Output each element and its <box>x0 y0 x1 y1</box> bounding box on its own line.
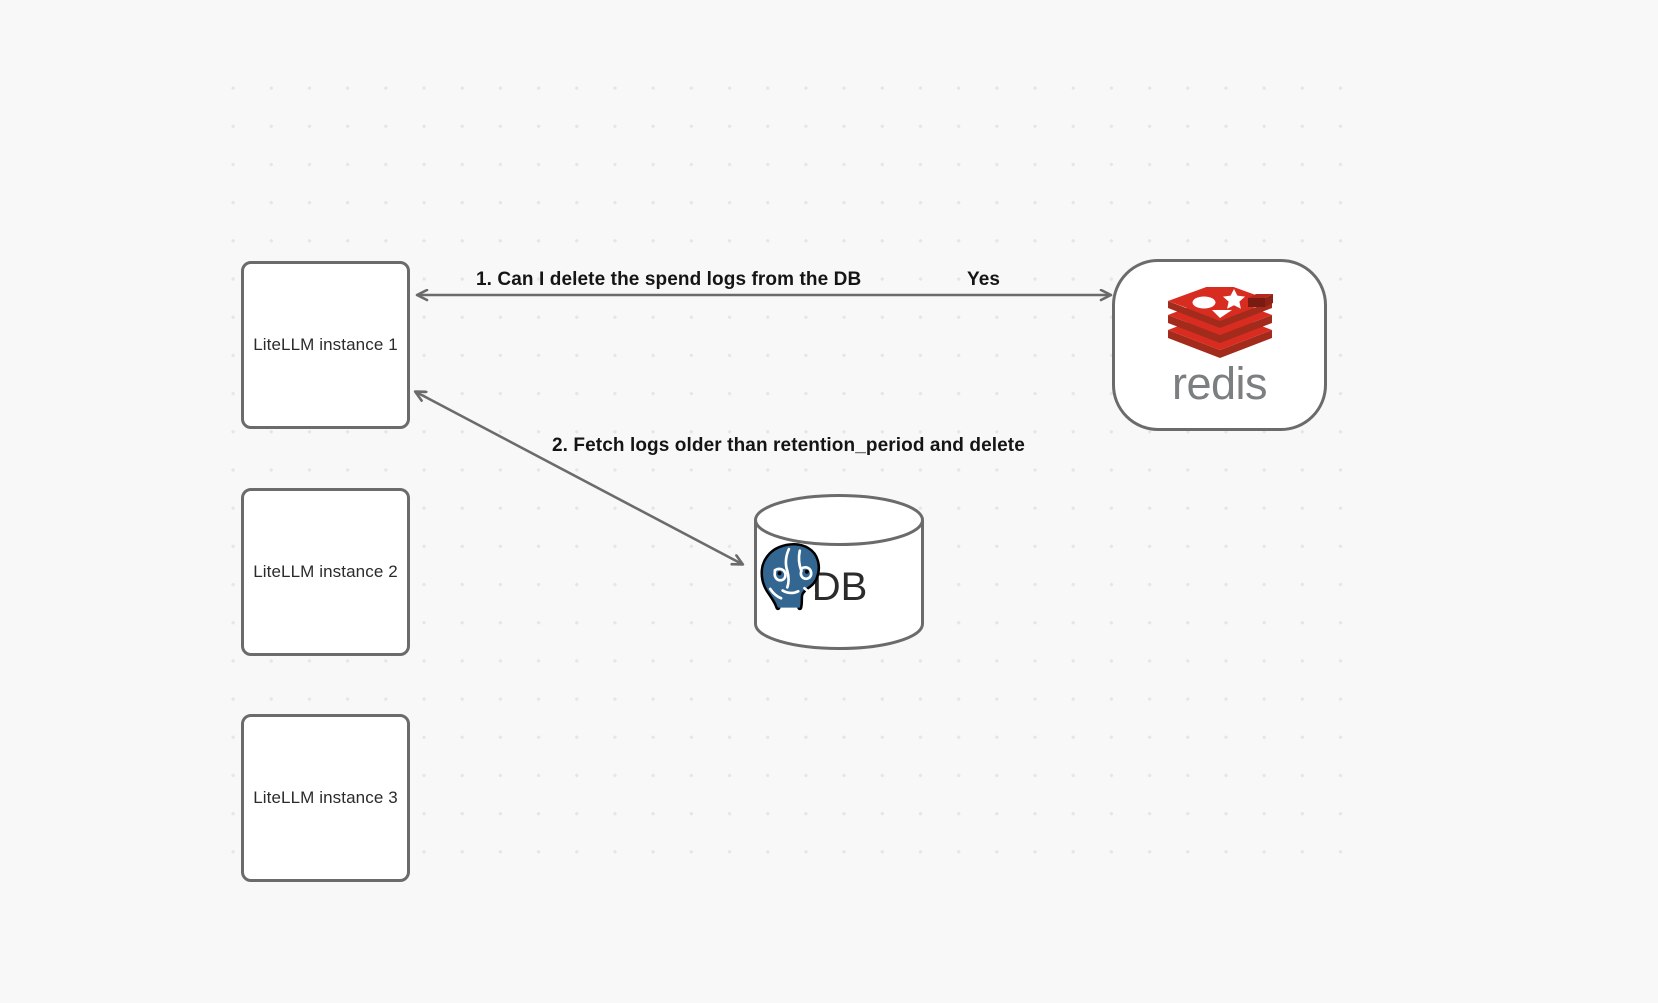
node-litellm-instance-3[interactable]: LiteLLM instance 3 <box>241 714 410 882</box>
redis-wordmark: redis <box>1171 357 1268 409</box>
redis-logo-icon <box>1167 286 1273 358</box>
node-label-litellm-instance-2: LiteLLM instance 2 <box>253 562 398 581</box>
edge-label-2: 2. Fetch logs older than retention_perio… <box>552 435 1025 456</box>
postgresql-elephant-icon <box>760 542 821 611</box>
node-litellm-instance-2[interactable]: LiteLLM instance 2 <box>241 488 410 656</box>
edge-line-db-instance1 <box>416 392 742 564</box>
node-litellm-instance-1[interactable]: LiteLLM instance 1 <box>241 261 410 429</box>
redis-logo-group: redis <box>1164 286 1276 409</box>
db-content: DB <box>753 539 925 635</box>
node-label-litellm-instance-3: LiteLLM instance 3 <box>253 788 398 807</box>
node-database[interactable]: DB <box>753 493 925 651</box>
edge-label-1: 1. Can I delete the spend logs from the … <box>476 269 862 290</box>
node-redis[interactable]: redis <box>1112 259 1327 431</box>
edge-label-yes: Yes <box>967 269 1001 290</box>
node-label-litellm-instance-1: LiteLLM instance 1 <box>253 335 398 354</box>
db-label: DB <box>811 565 868 609</box>
